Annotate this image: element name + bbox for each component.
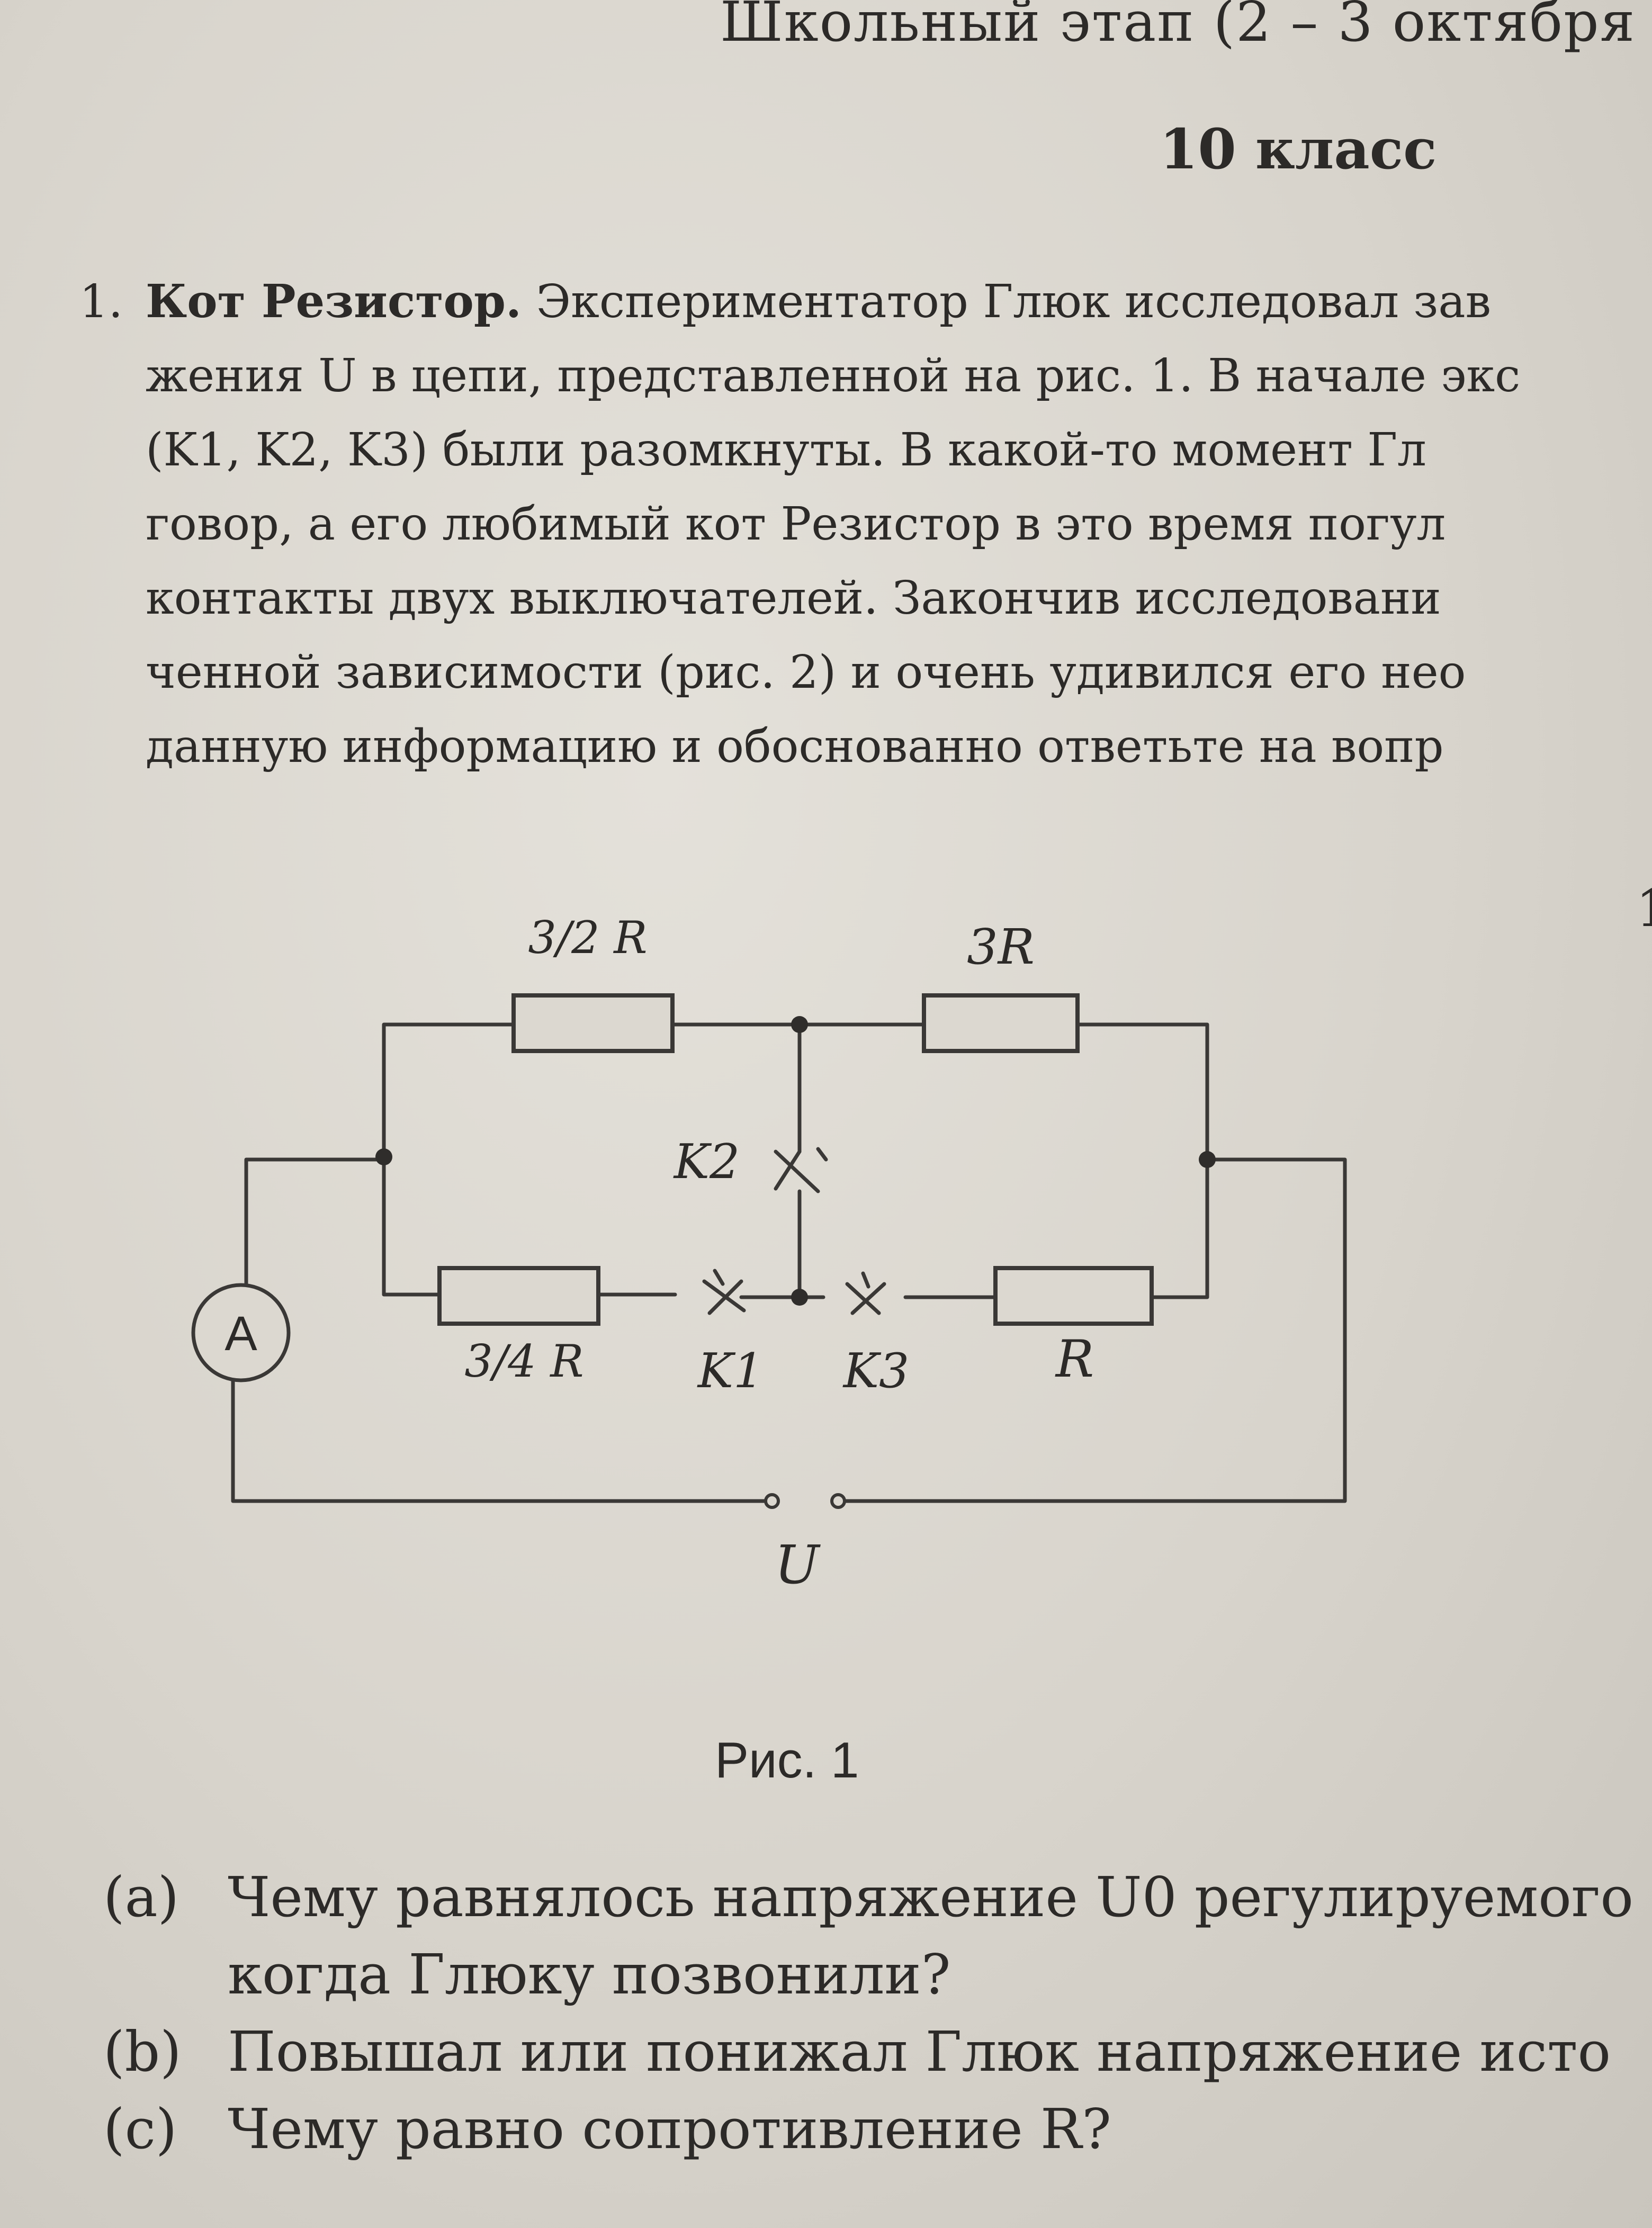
problem-line: 1. Кот Резистор. Экспериментатор Глюк исс… bbox=[79, 265, 1652, 339]
problem-text: Экспериментатор Глюк исследовал зав bbox=[536, 275, 1492, 328]
question-text: Чему равнялось напряжение U0 регулируемо… bbox=[228, 1865, 1633, 1929]
problem-title: Кот Резистор. bbox=[146, 275, 522, 328]
question-b: (b) Повышал или понижал Глюк напряжение и… bbox=[103, 2013, 1652, 2090]
switch-k2-label: K2 bbox=[673, 1134, 740, 1190]
question-a: (a) Чему равнялось напряжение U0 регулиру… bbox=[103, 1858, 1652, 1936]
switch-k1 bbox=[702, 1269, 746, 1315]
problem-line: жения U в цепи, представленной на рис. 1… bbox=[146, 349, 1521, 402]
problem-line: (K1, K2, K3) были разомкнуты. В какой-то… bbox=[146, 424, 1426, 477]
source-terminal bbox=[764, 1493, 780, 1509]
question-a-continuation: когда Глюку позвонили? bbox=[228, 1942, 951, 2007]
question-c: (c) Чему равно сопротивление R? bbox=[103, 2090, 1652, 2168]
switch-k3 bbox=[845, 1271, 886, 1315]
resistor-bottom-right-label: R bbox=[1055, 1329, 1094, 1389]
question-label: (b) bbox=[103, 2019, 182, 2084]
wire bbox=[1150, 1157, 1209, 1299]
junction-dot bbox=[1199, 1151, 1216, 1168]
resistor-bottom-left bbox=[437, 1266, 600, 1326]
junction-dot bbox=[375, 1148, 392, 1165]
question-label: (a) bbox=[103, 1865, 179, 1929]
problem-statement: 1. Кот Резистор. Экспериментатор Глюк исс… bbox=[79, 265, 1652, 784]
question-text: Чему равно сопротивление R? bbox=[228, 2097, 1111, 2161]
question-label: (c) bbox=[103, 2097, 177, 2161]
junction-dot bbox=[791, 1289, 808, 1306]
ammeter-label: A bbox=[225, 1307, 257, 1361]
resistor-top-left-label: 3/2 R bbox=[528, 912, 647, 964]
problem-line: контакты двух выключателей. Закончив исс… bbox=[146, 572, 1441, 625]
switch-k2 bbox=[774, 1147, 828, 1193]
wire bbox=[231, 1372, 767, 1503]
wire bbox=[842, 1157, 1347, 1503]
problem-line: данную информацию и обоснованно ответьте… bbox=[146, 720, 1444, 773]
resistor-top-right bbox=[922, 993, 1080, 1053]
junction-dot bbox=[791, 1016, 808, 1033]
switch-k3-label: K3 bbox=[842, 1343, 910, 1399]
ammeter bbox=[191, 1283, 291, 1382]
source-terminal bbox=[830, 1493, 846, 1509]
wire bbox=[382, 1155, 442, 1297]
figure-caption: Рис. 1 bbox=[715, 1732, 859, 1789]
problem-number: 1. bbox=[79, 275, 123, 328]
switch-k1-label: K1 bbox=[697, 1343, 764, 1399]
resistor-bottom-left-label: 3/4 R bbox=[464, 1335, 583, 1387]
wire bbox=[382, 1022, 516, 1159]
wire bbox=[244, 1157, 386, 1294]
wire bbox=[1075, 1022, 1209, 1162]
resistor-top-right-label: 3R bbox=[967, 919, 1035, 975]
stage-header: Школьный этап (2 – 3 октября bbox=[720, 0, 1636, 54]
problem-line: говор, а его любимый кот Резистор в это … bbox=[146, 498, 1446, 551]
question-list: (a) Чему равнялось напряжение U0 регулиру… bbox=[103, 1858, 1652, 2168]
resistor-bottom-right bbox=[993, 1266, 1154, 1326]
problem-line: ченной зависимости (рис. 2) и очень удив… bbox=[146, 646, 1466, 699]
source-label: U bbox=[775, 1534, 821, 1596]
resistor-top-left bbox=[511, 993, 675, 1053]
question-text: Повышал или понижал Глюк напряжение исто bbox=[228, 2019, 1611, 2084]
grade-title: 10 класс bbox=[1160, 116, 1437, 182]
figure-number-edge: 1 bbox=[1636, 879, 1652, 938]
